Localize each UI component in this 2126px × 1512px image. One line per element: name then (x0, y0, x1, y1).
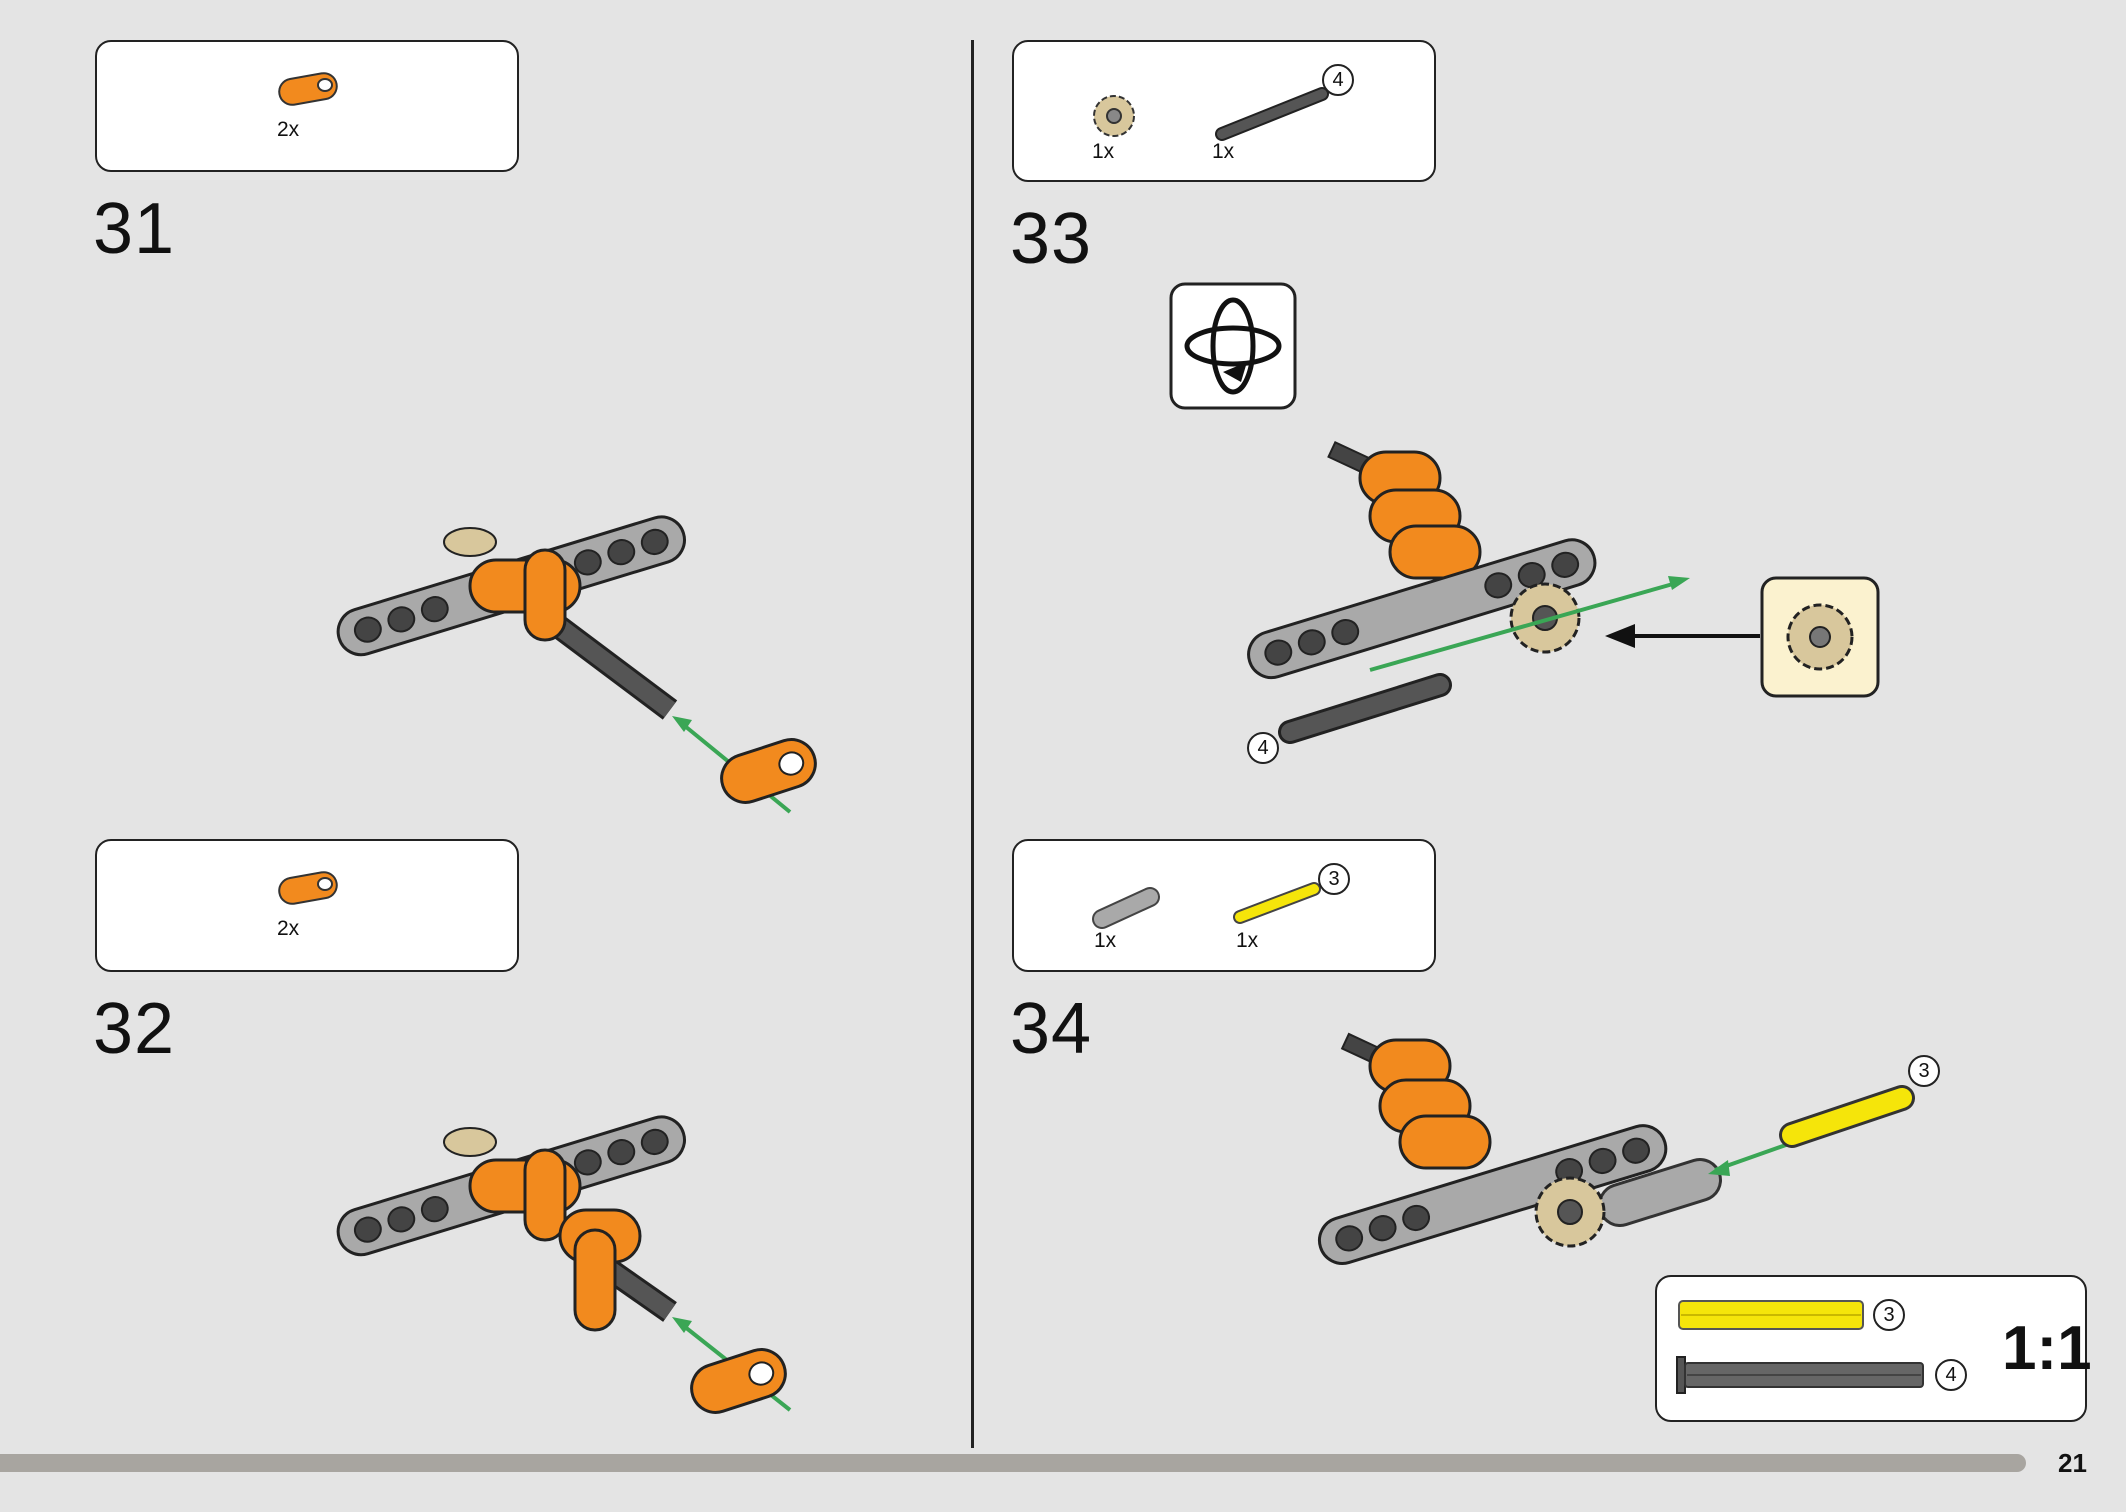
assembly-step-31 (336, 515, 817, 814)
progress-bar (0, 1454, 2026, 1472)
step-number: 32 (93, 989, 176, 1069)
parts-list-step-31: 2x (95, 40, 519, 172)
part-qty: 1x (1236, 929, 1259, 952)
part-qty: 2x (277, 917, 300, 940)
scale-label: 1:1 (2002, 1314, 2092, 1383)
assembly-step-32 (336, 1115, 792, 1414)
tan-gear-icon (1093, 95, 1135, 137)
orange-connector-icon (278, 871, 338, 905)
axle-length-label: 4 (1935, 1359, 1967, 1391)
axle-length-label: 4 (1322, 64, 1354, 96)
yellow-axle-icon (1233, 882, 1321, 924)
axle-length-label: 3 (1908, 1055, 1940, 1087)
part-qty: 1x (1094, 929, 1117, 952)
step-number: 31 (93, 189, 176, 269)
dark-axle-icon (1215, 87, 1329, 141)
axle-length-label: 3 (1873, 1299, 1905, 1331)
part-qty: 2x (277, 118, 300, 141)
page-divider (971, 40, 974, 1448)
step-number: 34 (1010, 989, 1093, 1069)
parts-list-step-33: 1x 1x 4 (1012, 40, 1436, 182)
parts-list-step-34: 1x 1x 3 (1012, 839, 1436, 972)
rotate-model-icon (1169, 282, 1297, 410)
part-qty: 1x (1212, 140, 1235, 163)
axle-length-label: 4 (1247, 732, 1279, 764)
orange-connector-icon (278, 72, 338, 106)
dark-axle-icon (1676, 1356, 1924, 1394)
assembly-step-34 (1317, 1032, 1915, 1265)
gear-callout (1760, 576, 1880, 698)
axle-length-label: 3 (1318, 863, 1350, 895)
part-qty: 1x (1092, 140, 1115, 163)
page-number: 21 (2058, 1448, 2087, 1478)
assembly-step-33 (1247, 440, 1760, 744)
parts-list-step-32: 2x (95, 839, 519, 972)
yellow-axle-icon (1678, 1300, 1864, 1330)
grey-bushing-icon (1092, 887, 1160, 929)
step-number: 33 (1010, 199, 1093, 279)
scale-box: 3 4 1:1 (1655, 1275, 2092, 1422)
